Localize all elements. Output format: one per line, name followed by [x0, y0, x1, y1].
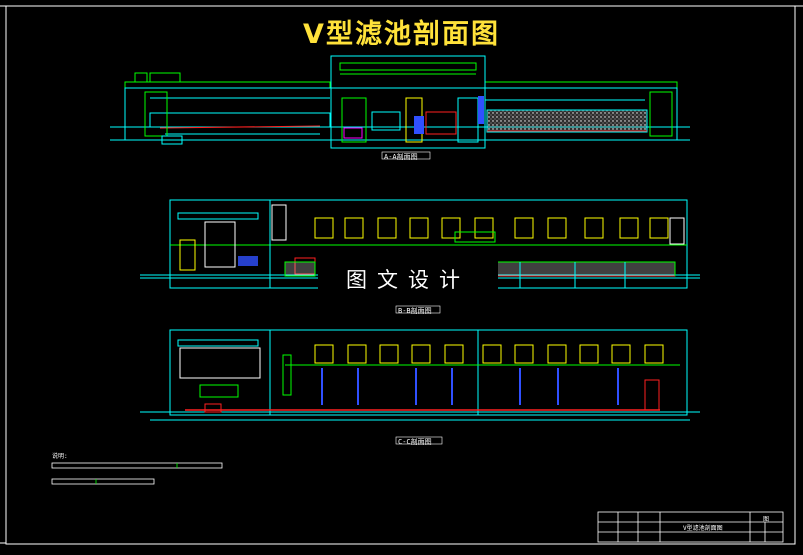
title-block-drawing-name: V型滤池剖面图	[683, 525, 723, 532]
c-c-windows	[314, 344, 664, 364]
drawing-title: V型滤池剖面图	[303, 19, 500, 50]
section-a-a	[110, 55, 690, 149]
title-block-sheet-no: 图	[763, 516, 770, 523]
section-a-a-label-box	[381, 151, 431, 160]
notes-label: 说明:	[52, 453, 68, 460]
section-c-c	[140, 329, 700, 421]
section-c-c-label: C-C剖面图	[398, 438, 432, 446]
section-c-c-label-box	[395, 436, 443, 445]
title-block	[597, 511, 784, 543]
drawing-frame	[0, 5, 803, 545]
section-a-a-label: A-A剖面图	[384, 153, 418, 161]
notes-block	[51, 462, 223, 485]
watermark-text: 图文设计	[318, 259, 498, 299]
section-b-b-label-box	[395, 305, 441, 314]
section-b-b-label: B-B剖面图	[398, 307, 432, 315]
b-b-windows	[314, 217, 669, 239]
c-c-pipes	[321, 368, 619, 405]
